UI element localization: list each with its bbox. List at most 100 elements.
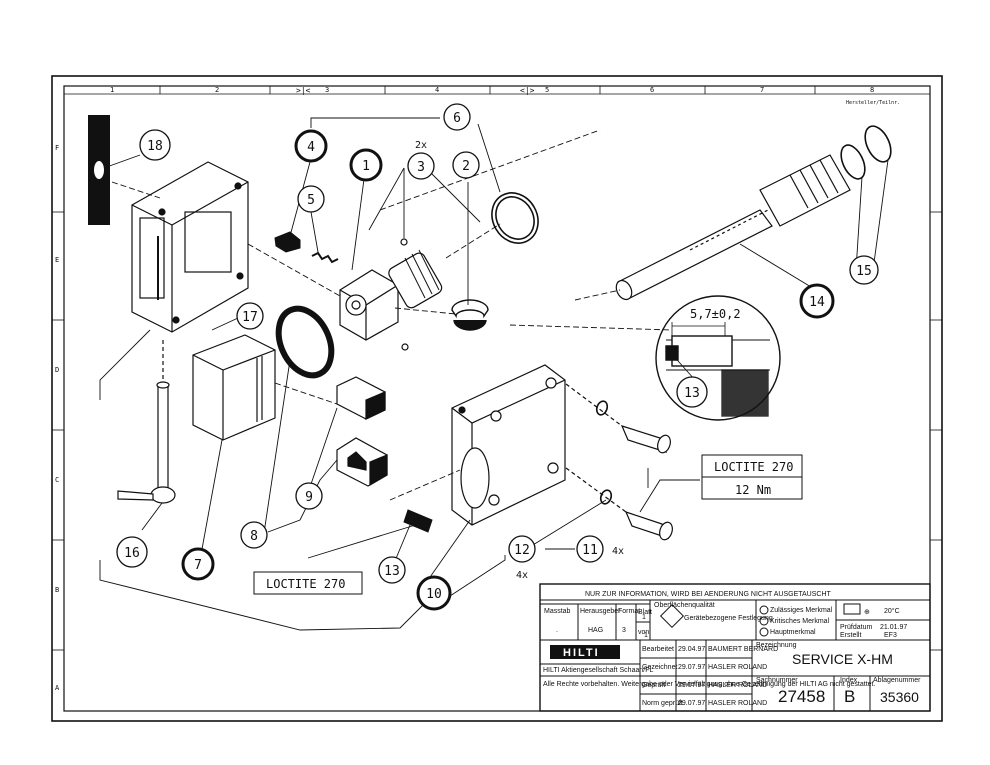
tb-banner: NUR ZUR INFORMATION, WIRD BEI AENDERUNG … (585, 591, 832, 598)
note-torque: 12 Nm (735, 483, 771, 497)
callout-9: 9 (305, 490, 313, 505)
callout-15: 15 (856, 264, 872, 279)
part-12-washers (595, 400, 613, 505)
part-6-snap-ring (491, 192, 539, 244)
tb-row-1-name: BAUMERT BERNARD (708, 646, 778, 653)
callout-7: 7 (194, 558, 202, 573)
tb-erstellt-label: Erstellt (840, 632, 861, 639)
title-block-grid (539, 583, 931, 712)
tb-row-2-date: 29.07.97 (678, 664, 705, 671)
drawing-index: B (844, 687, 855, 706)
tb-von-label: von (638, 629, 649, 636)
detail-view-13 (655, 295, 781, 421)
ruler-labels: 1 2 3 4 5 6 7 8 >|< <|> F E D C B A Hers… (55, 86, 900, 692)
title-block-text: NUR ZUR INFORMATION, WIRD BEI AENDERUNG … (543, 591, 921, 707)
part-18-strip (88, 115, 110, 225)
tb-angle: 20°C (884, 607, 900, 615)
callout-11: 11 (582, 543, 598, 558)
ruler-col-6: 6 (650, 86, 654, 94)
callout-18: 18 (147, 139, 163, 154)
callout-17: 17 (242, 310, 258, 325)
tb-row-4-name: HASLER ROLAND (708, 700, 767, 707)
hilti-logo-bg (550, 645, 620, 659)
tb-bezeichnung-label: Bezeichnung (756, 642, 797, 649)
part-2-clip (451, 299, 489, 331)
ruler-col-5: 5 (545, 86, 549, 94)
tb-pruefdatum-value: 21.01.97 (880, 624, 907, 631)
callout-12: 12 (514, 543, 530, 558)
ruler-col-1: 1 (110, 86, 114, 94)
callout-4: 4 (307, 140, 315, 155)
callout-6: 6 (453, 111, 461, 126)
callout-8: 8 (250, 529, 258, 544)
dimension-label: 5,7±0,2 (690, 307, 741, 321)
tb-row-2-name: HASLER ROLAND (708, 664, 767, 671)
ruler-row-f: F (55, 144, 59, 152)
tb-erstellt-value: EF3 (884, 632, 897, 639)
ruler-row-e: E (55, 256, 59, 264)
callout-balloons (116, 103, 879, 611)
title-block-symbols (659, 603, 861, 637)
callout-numbers: 18 4 5 1 3 2x 2 6 17 16 7 8 9 13 10 12 4… (124, 111, 872, 602)
tb-oberflaeche-label: Oberflächenqualität (654, 602, 715, 609)
drawing-frame (51, 75, 943, 722)
tb-legend-1: Zulässiges Merkmal (770, 607, 833, 614)
tb-von-value: 1 (644, 632, 648, 639)
tb-proj-symbol: ⊕ (864, 609, 870, 616)
part-7-block (192, 334, 276, 441)
tb-massstab-label: Masstab (544, 608, 571, 615)
tb-row-1-date: 29.04.97 (678, 646, 705, 653)
hilti-logo: HILTI (563, 647, 600, 659)
ruler-row-c: C (55, 476, 59, 484)
callout-2: 2 (462, 159, 470, 174)
note-loctite-left: LOCTITE 270 (266, 577, 345, 591)
callout-3: 3 (417, 160, 425, 175)
drawing-number: 27458 (778, 687, 825, 706)
tb-ablage-label: Ablagenummer (873, 677, 921, 684)
tb-index-label: Index (840, 677, 858, 684)
tb-blatt-label: Blatt (638, 609, 652, 616)
callout-13-detail: 13 (684, 386, 700, 401)
note-loctite-left-box (253, 571, 363, 595)
callout-3-qty: 2x (415, 140, 427, 151)
tb-legend-3: Hauptmerkmal (770, 629, 816, 636)
ruler-row-a: A (55, 684, 60, 692)
ruler-col-7: 7 (760, 86, 764, 94)
valve-body (339, 238, 443, 351)
ruler-col-8: 8 (870, 86, 874, 94)
tb-disclaimer: Alle Rechte vorbehalten. Weitergabe oder… (543, 681, 875, 688)
tb-pruefdatum-label: Prüfdatum (840, 624, 872, 631)
part-13-set-screw (403, 509, 433, 533)
tb-legend-2: Kritisches Merkmal (770, 618, 830, 625)
tb-sachnummer-label: Sachnummer (756, 677, 798, 684)
callout-1: 1 (362, 159, 370, 174)
callout-14: 14 (809, 295, 825, 310)
ruler-arrow-right: <|> (520, 86, 535, 95)
callout-10: 10 (426, 587, 442, 602)
part-14-shaft (615, 154, 851, 301)
leader-lines (99, 117, 889, 631)
part-15-o-rings (840, 125, 892, 180)
note-loctite-right-box (701, 454, 803, 500)
part-11-screws (565, 383, 673, 541)
callout-12-qty: 4x (516, 570, 528, 581)
tb-row-4-date: 29.07.97 (678, 700, 705, 707)
ruler-col-2: 2 (215, 86, 219, 94)
tb-kanten-label: Gerätebezogene Festlegung (684, 615, 773, 622)
callout-13-left: 13 (384, 564, 400, 579)
left-housing-block (131, 161, 249, 333)
part-5-spring (311, 251, 339, 264)
part-10-cover-plate (451, 364, 566, 526)
ruler-top-mark: Hersteller/Teilnr. (846, 100, 900, 106)
ruler-row-b: B (55, 586, 59, 594)
callout-5: 5 (307, 193, 315, 208)
note-loctite-right: LOCTITE 270 (714, 460, 793, 474)
part-8-o-ring (275, 305, 335, 379)
drawing-title: SERVICE X-HM (792, 651, 893, 667)
tb-row-3-label: Geprüft (642, 682, 665, 689)
tb-herausgeber-label: Herausgeber (580, 608, 621, 615)
ruler-arrow-left: >|< (296, 86, 311, 95)
part-4-small-piece (274, 231, 301, 253)
ruler-row-d: D (55, 366, 59, 374)
